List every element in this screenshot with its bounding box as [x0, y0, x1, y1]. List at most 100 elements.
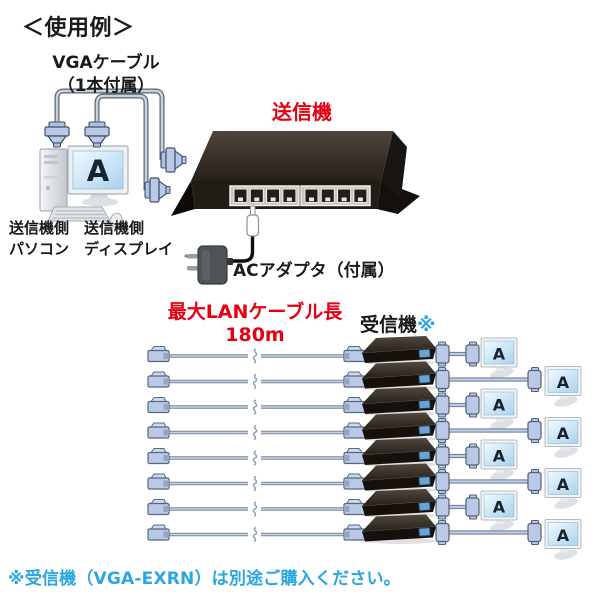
rj45-port-tab: [286, 197, 292, 202]
rj45-port: [249, 188, 264, 203]
pc-tower: [39, 148, 68, 212]
transmitter-label: 送信機: [272, 100, 332, 124]
vga-end-left: [435, 341, 450, 367]
lan-cable: [148, 423, 365, 440]
lan-cable: [148, 474, 365, 491]
rj45-port-strip: [229, 185, 371, 207]
lan-cable: [148, 500, 365, 517]
vga-end-right: [465, 494, 480, 520]
rj45-port-tab: [357, 197, 363, 202]
pc-label: 送信機側 パソコン: [9, 219, 70, 258]
receiver-monitor: A: [480, 490, 518, 534]
vga-end-left: [435, 417, 450, 444]
vga-end-right: [465, 341, 480, 367]
receiver-unit: [361, 463, 437, 494]
receiver-unit: [361, 488, 437, 519]
monitor-letter: A: [557, 424, 570, 443]
lan-cable: [148, 449, 365, 466]
lan-cables: [148, 347, 365, 542]
receiver-monitor: A: [544, 366, 582, 410]
vga-end-left: [435, 392, 450, 418]
receiver-monitor: A: [544, 468, 582, 512]
receiver-unit: [361, 412, 437, 443]
monitor-letter: A: [557, 373, 570, 392]
vga-cable-long: [435, 366, 542, 393]
lan-cable: [148, 347, 365, 364]
monitor-letter: A: [493, 498, 506, 517]
monitor-letter: A: [493, 447, 506, 466]
vga-end-left: [435, 494, 450, 520]
vga-end-left: [435, 366, 450, 393]
vga-end-right: [527, 519, 542, 546]
vga-cable-short: [435, 443, 480, 469]
receiver-unit: [361, 335, 437, 366]
vga-plug-pc: [44, 121, 70, 148]
receiver-unit: [361, 514, 437, 545]
monitor-screen: [72, 150, 124, 190]
receiver-unit: [361, 361, 437, 392]
rj45-port-tab: [341, 197, 347, 202]
receiver-monitor: A: [480, 439, 518, 483]
vga-end-right: [527, 468, 542, 495]
vga-cable-long: [435, 468, 542, 495]
vga-plug-transmitter-1: [160, 147, 187, 173]
rj45-port: [282, 188, 297, 203]
rj45-port: [233, 188, 248, 203]
receiver-monitor: A: [480, 337, 518, 381]
vga-end-right: [465, 392, 480, 418]
rj45-port: [337, 188, 352, 203]
page-title: ＜使用例＞: [22, 16, 135, 41]
rj45-port: [353, 188, 368, 203]
monitor-letter: A: [87, 154, 110, 188]
transmitter-device: [171, 131, 420, 216]
rj45-port-tab: [238, 197, 243, 202]
rj45-port-tab: [309, 197, 314, 202]
footnote: ※受信機（VGA-EXRN）は別途ご購入ください。: [8, 569, 401, 589]
vga-cable-long: [435, 519, 542, 546]
vga-cable-short: [435, 392, 480, 418]
vga-end-left: [435, 443, 450, 469]
vga-end-right: [527, 366, 542, 393]
display-label: 送信機側 ディスプレイ: [84, 219, 173, 258]
vga-cable-short: [435, 494, 480, 520]
power-cable: [232, 236, 255, 263]
monitor-letter: A: [557, 475, 570, 494]
vga-plug-display: [84, 121, 110, 148]
receiver-monitor: A: [544, 417, 582, 461]
rj45-port: [266, 188, 281, 203]
ac-adapter: [184, 205, 260, 285]
receiver-unit: [361, 386, 437, 417]
ac-adapter-label: ACアダプタ（付属）: [233, 261, 395, 281]
lan-cable: [148, 525, 365, 542]
receiver-monitor: A: [544, 519, 582, 563]
receiver-unit: [361, 437, 437, 468]
vga-cable-label: VGAケーブル （1本付属）: [52, 53, 160, 96]
lan-cable: [148, 398, 365, 415]
dc-plug: [246, 214, 260, 237]
rj45-port: [304, 188, 319, 203]
receiver-label: 受信機※: [360, 314, 436, 336]
monitor-letter: A: [493, 345, 506, 364]
rj45-port-tab: [254, 197, 260, 202]
vga-end-right: [527, 417, 542, 444]
rj45-port-tab: [270, 197, 276, 202]
vga-cables-to-transmitter: [44, 88, 187, 203]
receiver-monitor: A: [480, 388, 518, 432]
vga-end-left: [435, 519, 450, 546]
vga-plug-transmitter-2: [144, 177, 171, 203]
vga-cable-short: [435, 341, 480, 367]
vga-cable-long: [435, 417, 542, 444]
receiver-note-mark: ※: [417, 314, 436, 336]
receiver-stack: [361, 335, 437, 545]
lan-cable: [148, 372, 365, 389]
pc-mouse: [109, 212, 123, 228]
transmitter-monitor: A: [67, 145, 129, 207]
rj45-port: [320, 188, 335, 203]
vga-end-right: [465, 443, 480, 469]
monitor-letter: A: [557, 526, 570, 545]
vga-end-left: [435, 468, 450, 495]
rj45-port-tab: [325, 197, 331, 202]
